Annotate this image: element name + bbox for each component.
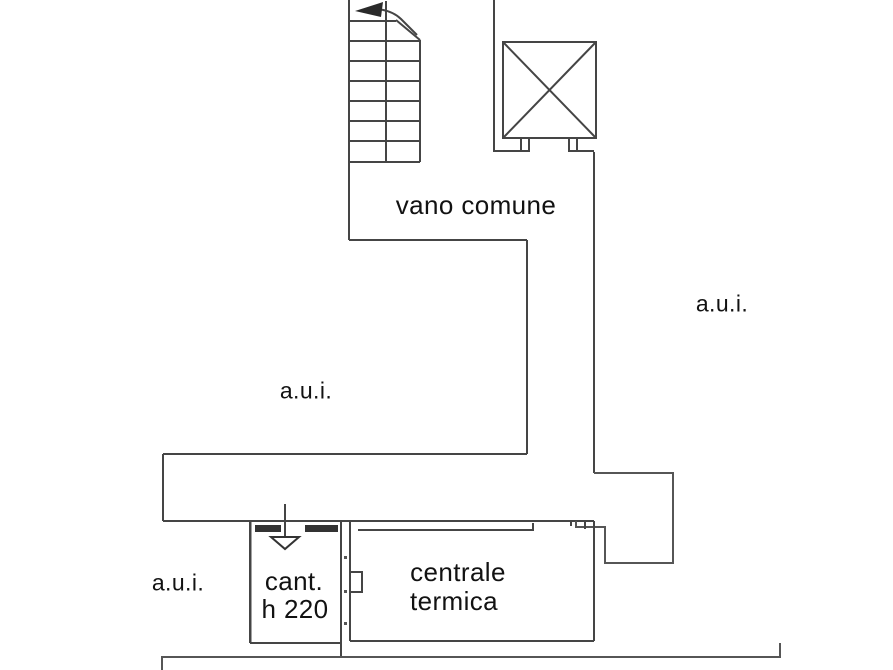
label-aui-middle-left: a.u.i. [279, 377, 333, 404]
label-cellar-height: h 220 [261, 594, 329, 624]
room-thermal-plant [350, 521, 595, 642]
entrance-arrow-icon [268, 504, 302, 551]
common-area-walls [162, 152, 595, 526]
right-step-walls [575, 472, 674, 564]
label-thermal-line1: centrale [410, 557, 506, 587]
elevator-x-icon [502, 41, 597, 139]
staircase-chamfer [395, 19, 421, 41]
label-cellar-name: cant. [264, 566, 324, 596]
staircase [348, 0, 421, 240]
site-boundary [161, 643, 781, 670]
room-cellar [248, 521, 351, 658]
label-thermal-line2: termica [409, 586, 499, 616]
label-aui-lower-left: a.u.i. [151, 569, 205, 596]
stair-direction-arrow-icon [355, 2, 418, 36]
elevator-shaft [493, 0, 597, 152]
label-common-area: vano comune [395, 190, 557, 220]
label-aui-upper-right: a.u.i. [695, 290, 749, 317]
